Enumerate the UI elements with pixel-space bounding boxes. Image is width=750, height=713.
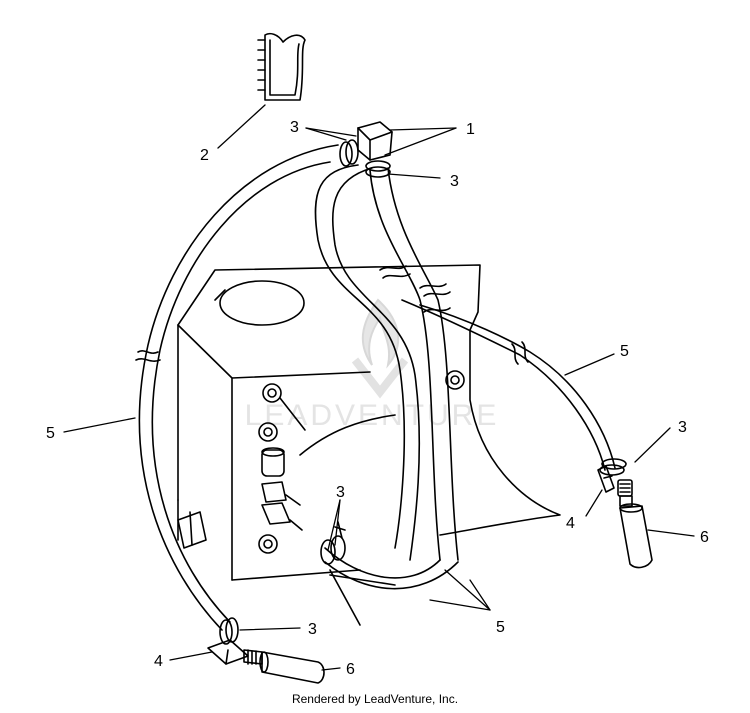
- callout-5: 5: [496, 619, 505, 636]
- clamp: [320, 539, 336, 565]
- callout-1: 1: [466, 121, 475, 138]
- callout-2: 2: [200, 147, 209, 164]
- callout-3: 3: [678, 419, 687, 436]
- clamp: [219, 619, 233, 645]
- leader-lines: [63, 104, 695, 671]
- tank-fitting: [261, 449, 285, 477]
- part-2-clip: [257, 32, 306, 101]
- callout-3: 3: [290, 119, 299, 136]
- tank-fitting: [261, 502, 291, 525]
- clamp: [365, 166, 391, 178]
- tank-fitting: [262, 383, 282, 403]
- part-3-clamps: [219, 139, 627, 645]
- clamp: [345, 139, 359, 165]
- part-5-hoses: [135, 144, 616, 631]
- callout-3: 3: [450, 173, 459, 190]
- clamp: [599, 464, 625, 476]
- callout-labels: 1 2 3 3 3 3 3 4 4 5 5 5 6 6: [46, 119, 709, 678]
- watermark-text: LEADVENTURE: [245, 399, 500, 432]
- bracket: [597, 465, 615, 493]
- callout-6: 6: [700, 529, 709, 546]
- tank-fitting: [258, 534, 278, 554]
- filter: [261, 651, 325, 684]
- tank-fitting: [445, 370, 465, 390]
- watermark: LEADVENTURE: [245, 298, 500, 432]
- tank-fitting: [258, 422, 278, 442]
- part-4-brackets: [207, 465, 615, 665]
- callout-4: 4: [566, 515, 575, 532]
- callout-5: 5: [620, 343, 629, 360]
- part-6-filters: [243, 479, 653, 684]
- callout-5: 5: [46, 425, 55, 442]
- watermark-chevron: [351, 357, 409, 399]
- callout-3: 3: [336, 484, 345, 501]
- callout-6: 6: [346, 661, 355, 678]
- flame-logo-icon: [361, 298, 400, 369]
- callout-4: 4: [154, 653, 163, 670]
- tank-bracket: [177, 511, 207, 549]
- footer-credit: Rendered by LeadVenture, Inc.: [291, 692, 459, 706]
- filter: [619, 505, 653, 569]
- tank-cap-opening: [219, 280, 305, 326]
- tank-fitting: [261, 481, 287, 503]
- oil-tank: [177, 264, 561, 626]
- callout-3: 3: [308, 621, 317, 638]
